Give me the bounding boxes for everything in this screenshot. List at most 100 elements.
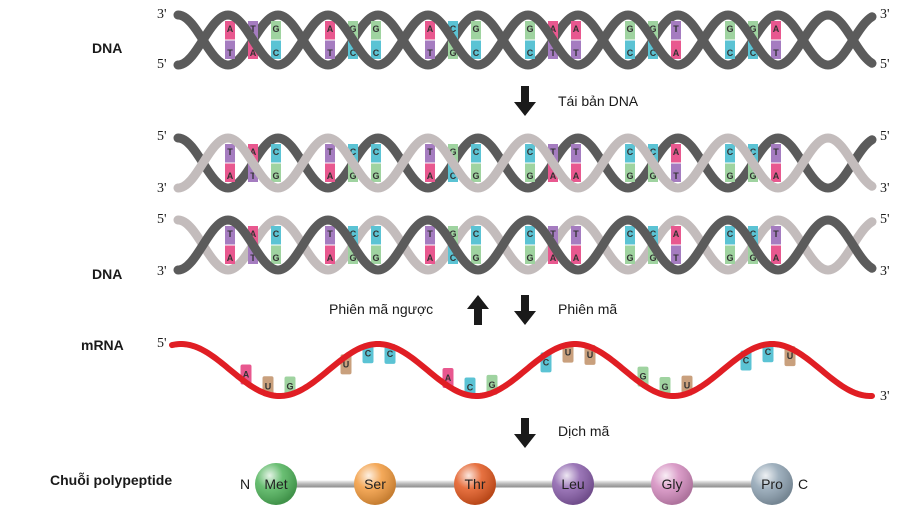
mrna-base-label-4-2: U xyxy=(684,381,691,391)
dna3-base-bottom-label-2: G xyxy=(272,253,279,263)
dna1-base-bottom-label-4: C xyxy=(350,48,357,58)
dna2-left-5prime: 5' xyxy=(157,129,167,144)
dna3-base-bottom-label-6: A xyxy=(427,253,434,263)
dna1-right-3prime: 3' xyxy=(880,7,890,22)
dna2-base-bottom-label-6: A xyxy=(427,171,434,181)
dna3-base-top-13 xyxy=(648,226,658,245)
dna1-base-top-label-8: G xyxy=(472,24,479,34)
dna2-base-top-label-3: T xyxy=(327,147,333,157)
dna1-base-bottom-11 xyxy=(571,40,581,59)
dna3-base-bottom-9 xyxy=(525,245,535,264)
polypeptide-label: Chuỗi polypeptide xyxy=(50,472,172,488)
dna1-base-bottom-7 xyxy=(448,40,458,59)
dna3-base-top-label-0: T xyxy=(227,229,233,239)
dna1-base-bottom-label-12: C xyxy=(627,48,634,58)
dna2-base-bottom-7 xyxy=(448,163,458,182)
dna2-base-bottom-13 xyxy=(648,163,658,182)
dna1-base-top-label-14: T xyxy=(673,24,679,34)
mrna-base-label-1-1: C xyxy=(365,348,372,358)
dna2-base-top-13 xyxy=(648,144,658,163)
dna1-base-bottom-label-15: C xyxy=(727,48,734,58)
dna2-base-bottom-8 xyxy=(471,163,481,182)
c-terminus-label: C xyxy=(798,476,808,492)
dna3-base-top-label-9: C xyxy=(527,229,534,239)
dna2-base-bottom-16 xyxy=(748,163,758,182)
dna2-base-top-17 xyxy=(771,144,781,163)
mrna-base-label-0-2: G xyxy=(286,382,293,392)
dna3-base-bottom-4 xyxy=(348,245,358,264)
dna2-base-bottom-10 xyxy=(548,163,558,182)
dna2-base-bottom-2 xyxy=(271,163,281,182)
dna2-base-top-16 xyxy=(748,144,758,163)
dna2-base-bottom-6 xyxy=(425,163,435,182)
dna1-left-5prime: 5' xyxy=(157,57,167,72)
dna3-base-top-label-15: C xyxy=(727,229,734,239)
dna3-base-bottom-13 xyxy=(648,245,658,264)
mrna-base-label-2-0: A xyxy=(445,373,452,383)
dna1-base-top-4 xyxy=(348,21,358,40)
dna3-base-top-0 xyxy=(225,226,235,245)
dna3-base-top-11 xyxy=(571,226,581,245)
dna3-base-bottom-label-9: G xyxy=(526,253,533,263)
dna2-base-bottom-1 xyxy=(248,163,258,182)
dna3-right-5prime: 5' xyxy=(880,212,890,227)
dna3-base-bottom-label-0: A xyxy=(227,253,234,263)
dna3-base-top-2 xyxy=(271,226,281,245)
peptide-bond-rod xyxy=(275,480,775,488)
dna1-base-bottom-5 xyxy=(371,40,381,59)
dna1-base-bottom-label-2: C xyxy=(273,48,280,58)
dna2-base-top-label-10: T xyxy=(550,147,556,157)
dna3-base-bottom-label-17: A xyxy=(773,253,780,263)
dna2-base-top-6 xyxy=(425,144,435,163)
dna3-base-top-label-12: C xyxy=(627,229,634,239)
dna1-base-top-15 xyxy=(725,21,735,40)
dna1-base-top-label-0: A xyxy=(227,24,234,34)
dna3-base-bottom-2 xyxy=(271,245,281,264)
dna2-base-bottom-label-1: T xyxy=(250,171,256,181)
dna3-base-top-label-7: G xyxy=(449,229,456,239)
dna3-base-bottom-label-7: C xyxy=(450,253,457,263)
dna2-base-top-label-2: C xyxy=(273,147,280,157)
dna1-base-bottom-17 xyxy=(771,40,781,59)
reverse-transcription-label: Phiên mã ngược xyxy=(329,301,433,317)
dna3-base-top-10 xyxy=(548,226,558,245)
dna3-base-top-8 xyxy=(471,226,481,245)
dna2-base-bottom-14 xyxy=(671,163,681,182)
dna2-base-bottom-label-14: T xyxy=(673,171,679,181)
dna2-base-bottom-12 xyxy=(625,163,635,182)
dna1-base-top-10 xyxy=(548,21,558,40)
dna3-base-top-12 xyxy=(625,226,635,245)
dna2-base-top-label-4: C xyxy=(350,147,357,157)
dna2-base-top-0 xyxy=(225,144,235,163)
dna2-base-top-2 xyxy=(271,144,281,163)
dna2-left-3prime: 3' xyxy=(157,181,167,196)
dna3-base-bottom-label-4: G xyxy=(349,253,356,263)
dna1-base-bottom-label-5: C xyxy=(373,48,380,58)
dna2-base-bottom-label-2: G xyxy=(272,171,279,181)
dna2-base-top-8 xyxy=(471,144,481,163)
dna1-base-top-7 xyxy=(448,21,458,40)
dna2-base-top-1 xyxy=(248,144,258,163)
dna1-base-bottom-label-3: T xyxy=(327,48,333,58)
amino-acid-shine-1 xyxy=(354,463,396,505)
amino-acid-shine-0 xyxy=(255,463,297,505)
dna3-base-bottom-label-12: G xyxy=(626,253,633,263)
dna3-base-bottom-6 xyxy=(425,245,435,264)
amino-acid-shine-5 xyxy=(751,463,793,505)
mrna-base-label-2-1: C xyxy=(467,382,474,392)
dna1-base-top-label-11: A xyxy=(573,24,580,34)
dna1-base-bottom-16 xyxy=(748,40,758,59)
dna2-base-top-label-9: C xyxy=(527,147,534,157)
dna1-base-top-label-5: G xyxy=(372,24,379,34)
dna1-base-top-label-13: G xyxy=(649,24,656,34)
dna2-base-bottom-label-10: A xyxy=(550,171,557,181)
dna2-base-bottom-3 xyxy=(325,163,335,182)
dna2-base-bottom-label-17: A xyxy=(773,171,780,181)
dna3-base-bottom-16 xyxy=(748,245,758,264)
dna1-base-top-16 xyxy=(748,21,758,40)
replication-label: Tái bản DNA xyxy=(558,93,639,109)
dna3-base-bottom-label-3: A xyxy=(327,253,334,263)
mrna-base-label-3-1: U xyxy=(565,348,572,358)
dna1-base-top-label-9: G xyxy=(526,24,533,34)
